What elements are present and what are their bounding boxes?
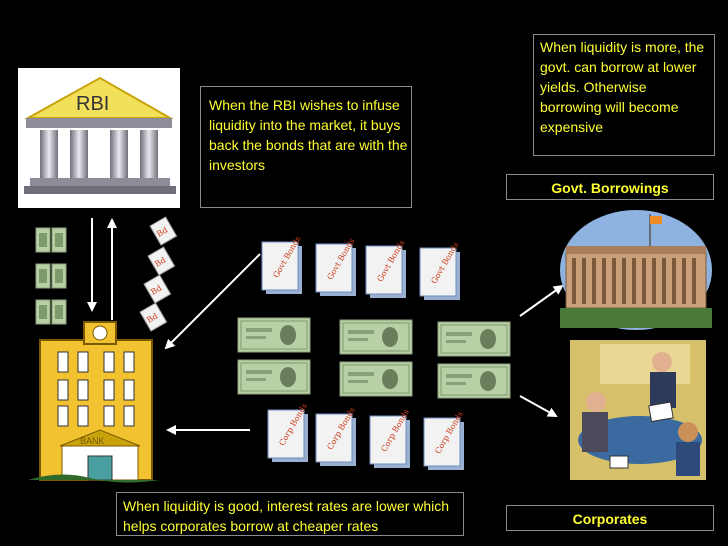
money-icon [35,263,51,289]
money-icon [51,299,67,325]
rbi-column [70,130,88,178]
banknote [237,317,311,353]
money-icon [35,227,51,253]
banknote [237,359,311,395]
govt-liquidity-note: When liquidity is more, the govt. can bo… [533,34,715,156]
money-icon [51,263,67,289]
rbi-column [40,130,58,178]
banknote [339,319,413,355]
rbi-infuse-note: When the RBI wishes to infuse liquidity … [200,86,412,208]
bank-building: BANK [28,321,160,483]
small-bonds: Bd Bd Bd Bd [139,216,178,332]
govt-borrowings-label: Govt. Borrowings [506,174,714,200]
rbi-architrave [26,118,172,128]
rbi-column [140,130,158,178]
money-stack-left [35,227,67,325]
arrow-govt-bonds-to-bank [164,253,261,350]
clock-icon [92,325,108,341]
rbi-step [24,186,176,194]
corporates-illustration [570,340,706,480]
rbi-column [110,130,128,178]
rbi-building: RBI [18,68,180,208]
corp-bonds-row: Corp Bonds Corp Bonds Corp Bonds Corp Bo… [267,402,465,470]
parliament-building [560,210,712,330]
corporate-liquidity-note: When liquidity is good, interest rates a… [116,492,464,536]
corporates-label: Corporates [506,505,714,531]
banknote [437,363,511,399]
banknote [437,321,511,357]
rbi-step [30,178,170,186]
banknote [339,361,413,397]
money-icon [35,299,51,325]
flag-icon [650,216,662,224]
document-icon [648,401,674,423]
bank-label: BANK [80,436,105,446]
arrow-to-govt [519,284,564,317]
govt-bonds-row: Govt Bonds Govt Bonds Govt Bonds Govt Bo… [261,235,460,300]
banknotes-grid [237,317,511,399]
arrow-to-corporates [519,395,558,417]
rbi-label: RBI [76,93,109,115]
meeting-table [578,416,702,464]
bank-door [87,455,113,481]
money-icon [51,227,67,253]
